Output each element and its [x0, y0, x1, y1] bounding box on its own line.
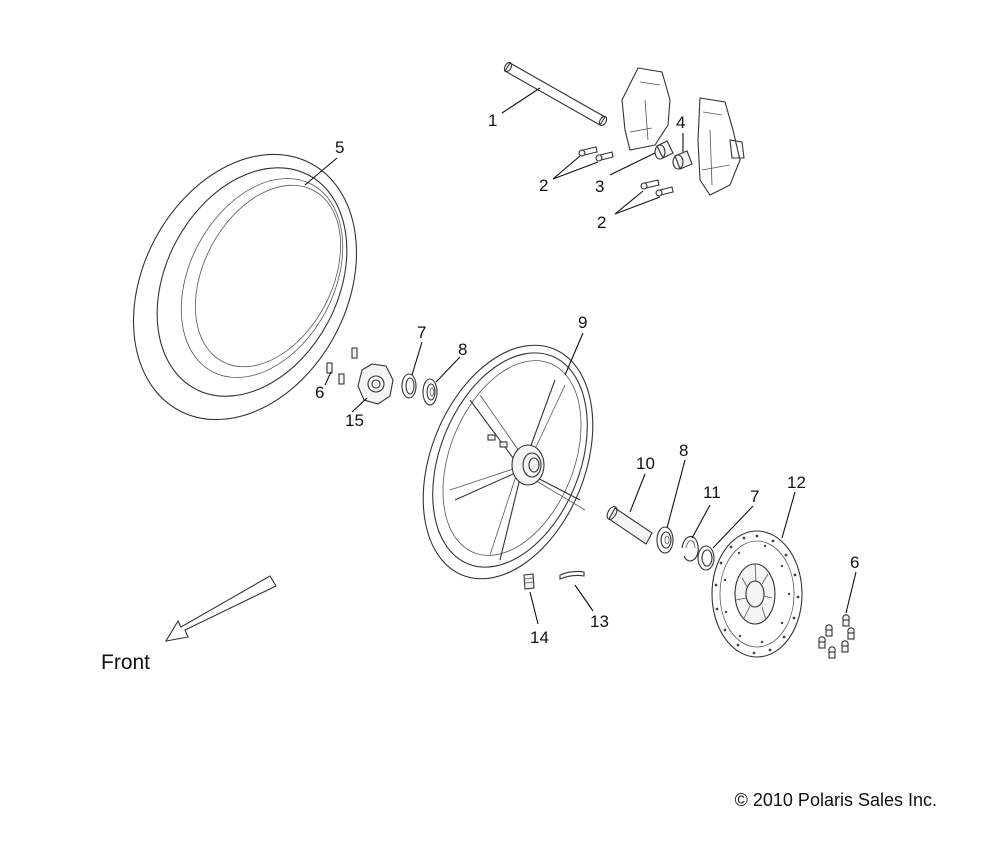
callout-13: 13 — [590, 612, 609, 631]
callout-8-right: 8 — [679, 441, 688, 460]
callout-1: 1 — [488, 111, 497, 130]
callout-5: 5 — [335, 138, 344, 157]
spacer-part-4 — [672, 150, 693, 170]
bolts-part-2-lower — [640, 179, 674, 197]
callout-labels: 1 2 2 3 4 5 6 6 7 7 8 8 9 10 11 12 13 14… — [315, 111, 859, 647]
callout-12: 12 — [787, 473, 806, 492]
copyright-notice: © 2010 Polaris Sales Inc. — [735, 790, 937, 810]
front-direction-arrow — [164, 575, 277, 642]
seal-part-7-right — [697, 545, 715, 571]
callout-11: 11 — [703, 483, 721, 502]
brake-rotor-part-12 — [711, 530, 803, 658]
callout-2-lower: 2 — [597, 213, 606, 232]
bearing-part-8-left — [422, 378, 438, 406]
callout-9: 9 — [578, 313, 587, 332]
callout-3: 3 — [595, 177, 604, 196]
seal-part-7-left — [401, 373, 417, 399]
axle-part-1 — [503, 61, 608, 127]
bolts-part-6-right — [818, 614, 855, 659]
studs-part-6-left — [326, 347, 358, 385]
spacer-tube-part-10 — [606, 506, 653, 545]
balance-weight-part-13 — [559, 570, 585, 580]
callout-8-left: 8 — [458, 340, 467, 359]
callout-6-right: 6 — [850, 553, 859, 572]
bearing-part-8-right — [656, 526, 674, 554]
bolts-part-2-upper — [578, 146, 614, 162]
callout-15: 15 — [345, 411, 364, 430]
callout-4: 4 — [676, 113, 685, 132]
fork-legs — [621, 67, 745, 196]
callout-2-upper: 2 — [539, 176, 548, 195]
callout-7-right: 7 — [750, 487, 759, 506]
callout-14: 14 — [530, 628, 549, 647]
spacer-part-3 — [654, 140, 674, 160]
leader-lines — [304, 87, 857, 625]
callout-6-left: 6 — [315, 383, 324, 402]
carrier-part-15 — [357, 363, 394, 405]
wheel-part-9 — [422, 344, 594, 580]
snap-ring-part-11 — [681, 535, 699, 562]
callout-10: 10 — [636, 454, 655, 473]
tire-part-5 — [132, 153, 358, 421]
callout-7-left: 7 — [417, 323, 426, 342]
valve-stem-part-14 — [523, 573, 535, 590]
front-label: Front — [101, 651, 150, 674]
